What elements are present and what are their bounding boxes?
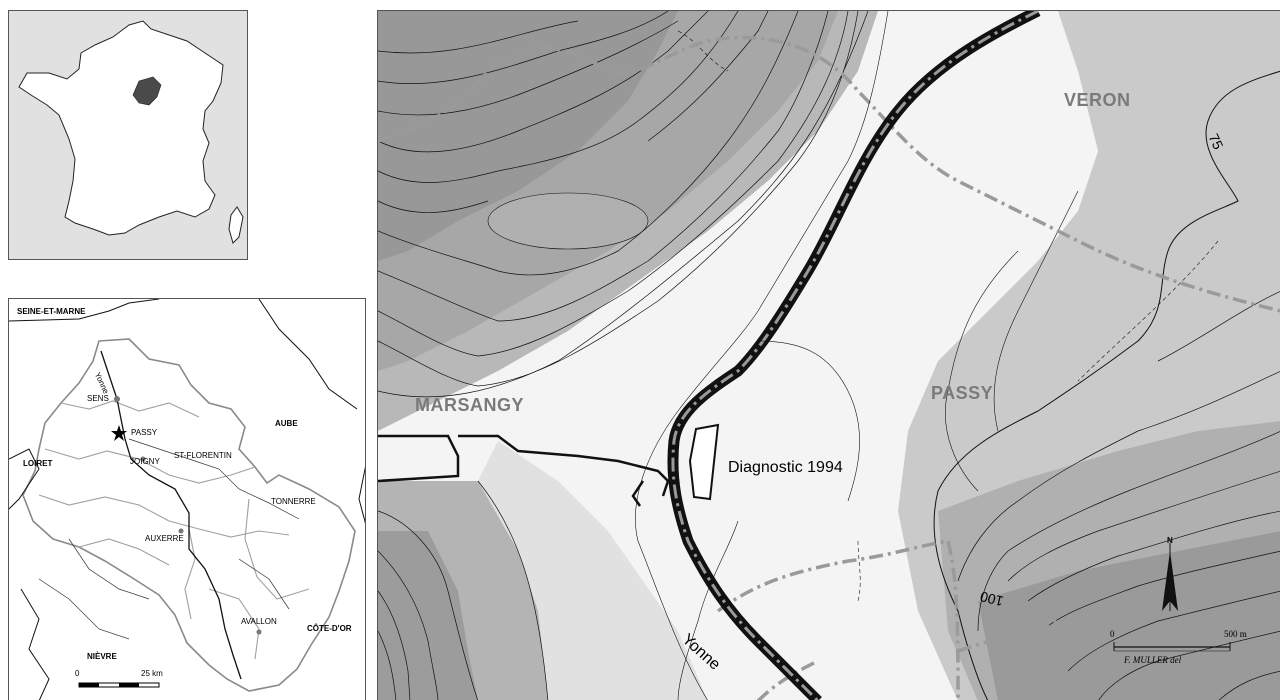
label-aube: AUBE <box>275 419 298 428</box>
department-map: SEINE-ET-MARNE AUBE LOIRET NIÈVRE CÔTE-D… <box>8 298 366 700</box>
km-scale-end: 25 km <box>141 669 163 678</box>
commune-boundary-north <box>378 35 1280 313</box>
north-label: N <box>1167 536 1173 545</box>
france-outline <box>18 20 244 244</box>
north-arrow <box>1162 543 1178 611</box>
label-passy: PASSY <box>931 383 994 403</box>
meter-scale-zero: 0 <box>1110 629 1115 639</box>
commune-boundary-south <box>716 539 1179 700</box>
label-sens: SENS <box>87 394 109 403</box>
label-cote-dor: CÔTE-D'OR <box>307 624 352 633</box>
label-tonnerre: TONNERRE <box>271 497 316 506</box>
france-locator-map <box>8 10 248 260</box>
label-seine-et-marne: SEINE-ET-MARNE <box>17 307 86 316</box>
label-joigny: JOIGNY <box>130 457 160 466</box>
meter-scale-end: 500 m <box>1224 629 1247 639</box>
label-auxerre: AUXERRE <box>145 534 184 543</box>
sens-dot <box>114 396 120 402</box>
label-passy-town: PASSY <box>131 428 158 437</box>
topographic-site-map: VERON MARSANGY PASSY 75 100 Diagnostic 1… <box>377 10 1280 700</box>
label-loiret: LOIRET <box>23 459 53 468</box>
km-scale-bar <box>78 682 160 688</box>
label-avallon: AVALLON <box>241 617 277 626</box>
corsica-outline <box>228 206 244 244</box>
joigny-dot <box>140 456 146 462</box>
yonne-river-line <box>100 350 242 680</box>
passy-star <box>111 425 127 441</box>
diagnostic-site-polygon <box>688 423 720 501</box>
km-scale-zero: 0 <box>75 669 80 678</box>
avallon-dot <box>256 629 262 635</box>
map-credit: F. MULLER del <box>1124 655 1182 665</box>
auxerre-dot <box>178 528 184 534</box>
meter-scale-bar <box>1113 642 1231 652</box>
site-label: Diagnostic 1994 <box>728 459 843 476</box>
topographic-contours <box>378 11 1280 700</box>
label-st-florentin: ST-FLORENTIN <box>174 451 232 460</box>
yonne-highlight <box>132 76 162 106</box>
road-line <box>378 434 670 507</box>
label-nievre: NIÈVRE <box>87 652 117 661</box>
department-boundaries <box>9 299 365 700</box>
label-marsangy: MARSANGY <box>415 395 525 415</box>
label-veron: VERON <box>1064 90 1131 110</box>
